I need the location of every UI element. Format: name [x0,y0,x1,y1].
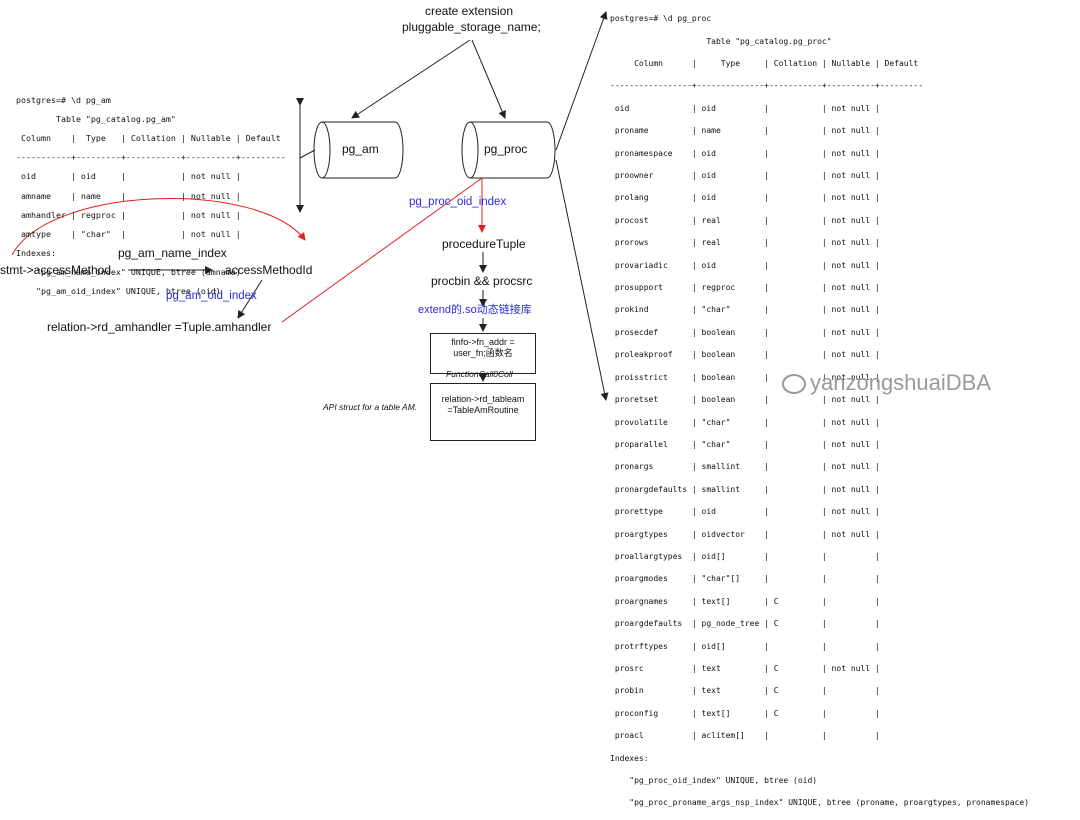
pg-am-prompt: postgres=# \d pg_am [16,94,111,105]
table-row: prokind | "char" | | not null | [610,305,880,315]
function-call-label: FunctionCall0Coll [446,369,513,379]
tableam-box-line1: relation->rd_tableam [441,394,525,404]
stmt-access-method: stmt->accessMethod [0,263,112,277]
table-row: procost | real | | not null | [610,215,880,225]
relation-amhandler: relation->rd_amhandler =Tuple.amhandler [47,320,272,334]
pg-proc-indexes-label: Indexes: [610,753,649,763]
red-line-to-pg-proc [281,177,483,323]
pg-proc-prompt: postgres=# \d pg_proc [610,14,712,24]
tableam-box-line2: =TableAmRoutine [447,405,519,415]
pg-am-label: pg_am [342,142,379,156]
index-line: "pg_proc_oid_index" UNIQUE, btree (oid) [610,776,818,786]
table-row: probin | text | C | | [610,686,880,696]
index-line: "pg_proc_proname_args_nsp_index" UNIQUE,… [610,798,1030,808]
pg-am-divider: -----------+---------+-----------+------… [16,152,286,163]
table-row: proretset | boolean | | not null | [610,395,880,405]
procedure-tuple: procedureTuple [442,237,526,251]
index-line: "pg_am_name_index" UNIQUE, btree (amname… [16,267,241,278]
pg-am-oid-index-label: pg_am_oid_index [166,290,257,302]
api-struct-label: API struct for a table AM. [323,402,418,412]
index-line: "pg_am_oid_index" UNIQUE, btree (oid) [16,286,221,297]
table-row: provariadic | oid | | not null | [610,260,880,270]
connector-lines [11,11,609,401]
table-row: proargnames | text[] | C | | [610,596,880,606]
fmgr-box: finfo->fn_addr = user_fn;函数名 [430,333,536,374]
table-row: prosecdef | boolean | | not null | [610,327,880,337]
create-extension-line2: pluggable_storage_name; [402,20,541,34]
pg-proc-title: Table "pg_catalog.pg_proc" [610,36,832,46]
table-row: proargmodes | "char"[] | | | [610,574,880,584]
table-row: proparallel | "char" | | not null | [610,439,880,449]
table-row: prorows | real | | not null | [610,238,880,248]
table-row: prolang | oid | | not null | [610,193,880,203]
table-row: amname | name | | not null | [16,190,241,201]
table-row: amtype | "char" | | not null | [16,228,241,239]
table-row: protrftypes | oid[] | | | [610,641,880,651]
table-row: proconfig | text[] | C | | [610,708,880,718]
table-row: proargdefaults | pg_node_tree | C | | [610,619,880,629]
pg-proc-label: pg_proc [484,142,528,156]
pg-proc-cylinder [461,121,556,179]
pg-am-name-index-label: pg_am_name_index [118,246,227,260]
table-row: proacl | aclitem[] | | | [610,731,880,741]
access-method-id: accessMethodId [225,263,313,277]
arrow-pg-proc-to-table-bottom [555,159,609,401]
tableam-box: relation->rd_tableam =TableAmRoutine [430,383,536,441]
fmgr-box-line2: user_fn;函数名 [453,348,513,358]
table-row: prorettype | oid | | not null | [610,507,880,517]
pg-am-indexes-label: Indexes: [16,248,56,259]
table-row: pronargs | smallint | | not null | [610,462,880,472]
procbin-prosrc: procbin && procsrc [431,274,533,288]
arrow-ext-to-pg-proc [471,39,506,119]
red-arc [11,197,306,256]
pg-am-title: Table "pg_catalog.pg_am" [16,113,176,124]
watermark: yanzongshuaiDBA [782,370,991,396]
table-row: proname | name | | not null | [610,126,880,136]
pg-proc-oid-index-label: pg_proc_oid_index [409,196,507,208]
pg-proc-table: postgres=# \d pg_proc Table "pg_catalog.… [610,2,1029,820]
table-row: proargtypes | oidvector | | not null | [610,529,880,539]
arrow-access-to-relation [237,279,263,319]
table-row: oid | oid | | not null | [610,103,880,113]
pg-proc-divider: -----------------+--------------+-------… [610,81,924,91]
watermark-icon [782,374,806,395]
table-row: proowner | oid | | not null | [610,171,880,181]
fmgr-box-line1: finfo->fn_addr = [451,337,515,347]
table-row: proallargtypes | oid[] | | | [610,551,880,561]
pg-am-table: postgres=# \d pg_am Table "pg_catalog.pg… [16,86,286,307]
watermark-text: yanzongshuaiDBA [810,370,992,395]
pg-am-cylinder [313,121,404,179]
table-row: prosupport | regproc | | not null | [610,283,880,293]
arrow-ext-to-pg-am [351,39,471,119]
table-row: proisstrict | boolean | | not null | [610,372,880,382]
pg-proc-header: Column | Type | Collation | Nullable | D… [610,59,919,69]
pg-am-header: Column | Type | Collation | Nullable | D… [16,132,281,143]
table-row: provolatile | "char" | | not null | [610,417,880,427]
table-row: prosrc | text | C | not null | [610,663,880,673]
arrow-pg-proc-to-table-top [555,11,608,151]
table-row: proleakproof | boolean | | not null | [610,350,880,360]
table-row: oid | oid | | not null | [16,171,241,182]
extend-so-label: extend的.so动态链接库 [418,304,532,316]
table-row: pronargdefaults | smallint | | not null … [610,484,880,494]
create-extension-line1: create extension [425,4,514,18]
table-row: amhandler | regproc | | not null | [16,209,241,220]
table-row: pronamespace | oid | | not null | [610,148,880,158]
